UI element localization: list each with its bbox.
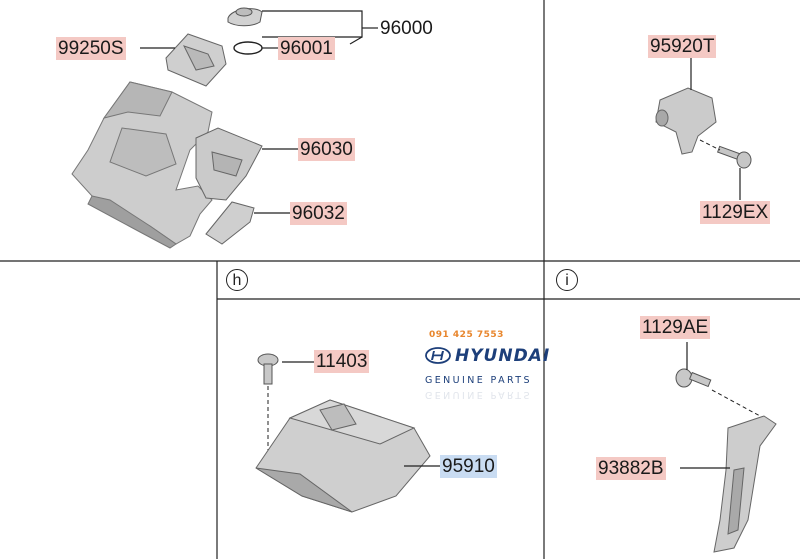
section-marker-i: i xyxy=(556,269,578,291)
bolt-11403-part xyxy=(257,353,279,385)
part-label-96001[interactable]: 96001 xyxy=(278,37,335,60)
dash-1129EX xyxy=(699,139,721,151)
airbag-ecu-95910-part xyxy=(255,399,431,513)
watermark-tagline: GENUINE PARTS xyxy=(425,375,532,386)
hyundai-logo-icon xyxy=(425,347,451,364)
section-marker-h: h xyxy=(226,269,248,291)
part-label-96030[interactable]: 96030 xyxy=(298,138,355,161)
rain-sensor-part xyxy=(227,7,263,27)
part-label-95920T[interactable]: 95920T xyxy=(648,35,717,58)
dash-1129AE xyxy=(711,389,761,417)
cover-96032-part xyxy=(205,201,255,245)
bracket-93882B-part xyxy=(713,415,777,553)
part-label-1129EX[interactable]: 1129EX xyxy=(700,201,771,224)
part-label-93882B[interactable]: 93882B xyxy=(596,457,666,480)
part-label-11403[interactable]: 11403 xyxy=(314,350,370,373)
cap-99250S-part xyxy=(165,33,227,87)
watermark-phone: 091 425 7553 xyxy=(429,330,504,340)
part-label-95910[interactable]: 95910 xyxy=(440,455,497,478)
lamp-96030-part xyxy=(195,127,263,201)
watermark-brand: HYUNDAI xyxy=(455,346,551,366)
part-label-96032[interactable]: 96032 xyxy=(290,202,347,225)
part-label-96000[interactable]: 96000 xyxy=(380,18,433,39)
bolt-1129EX-part xyxy=(716,145,752,169)
bolt-1129AE-part xyxy=(675,368,712,388)
part-label-99250S[interactable]: 99250S xyxy=(56,37,126,60)
sensor-95920T-part xyxy=(655,87,717,155)
part-label-1129AE[interactable]: 1129AE xyxy=(640,316,711,339)
watermark-tagline-reflection: GENUINE PARTS xyxy=(425,389,532,400)
console-housing-part xyxy=(71,81,213,249)
o-ring-part xyxy=(233,41,263,55)
